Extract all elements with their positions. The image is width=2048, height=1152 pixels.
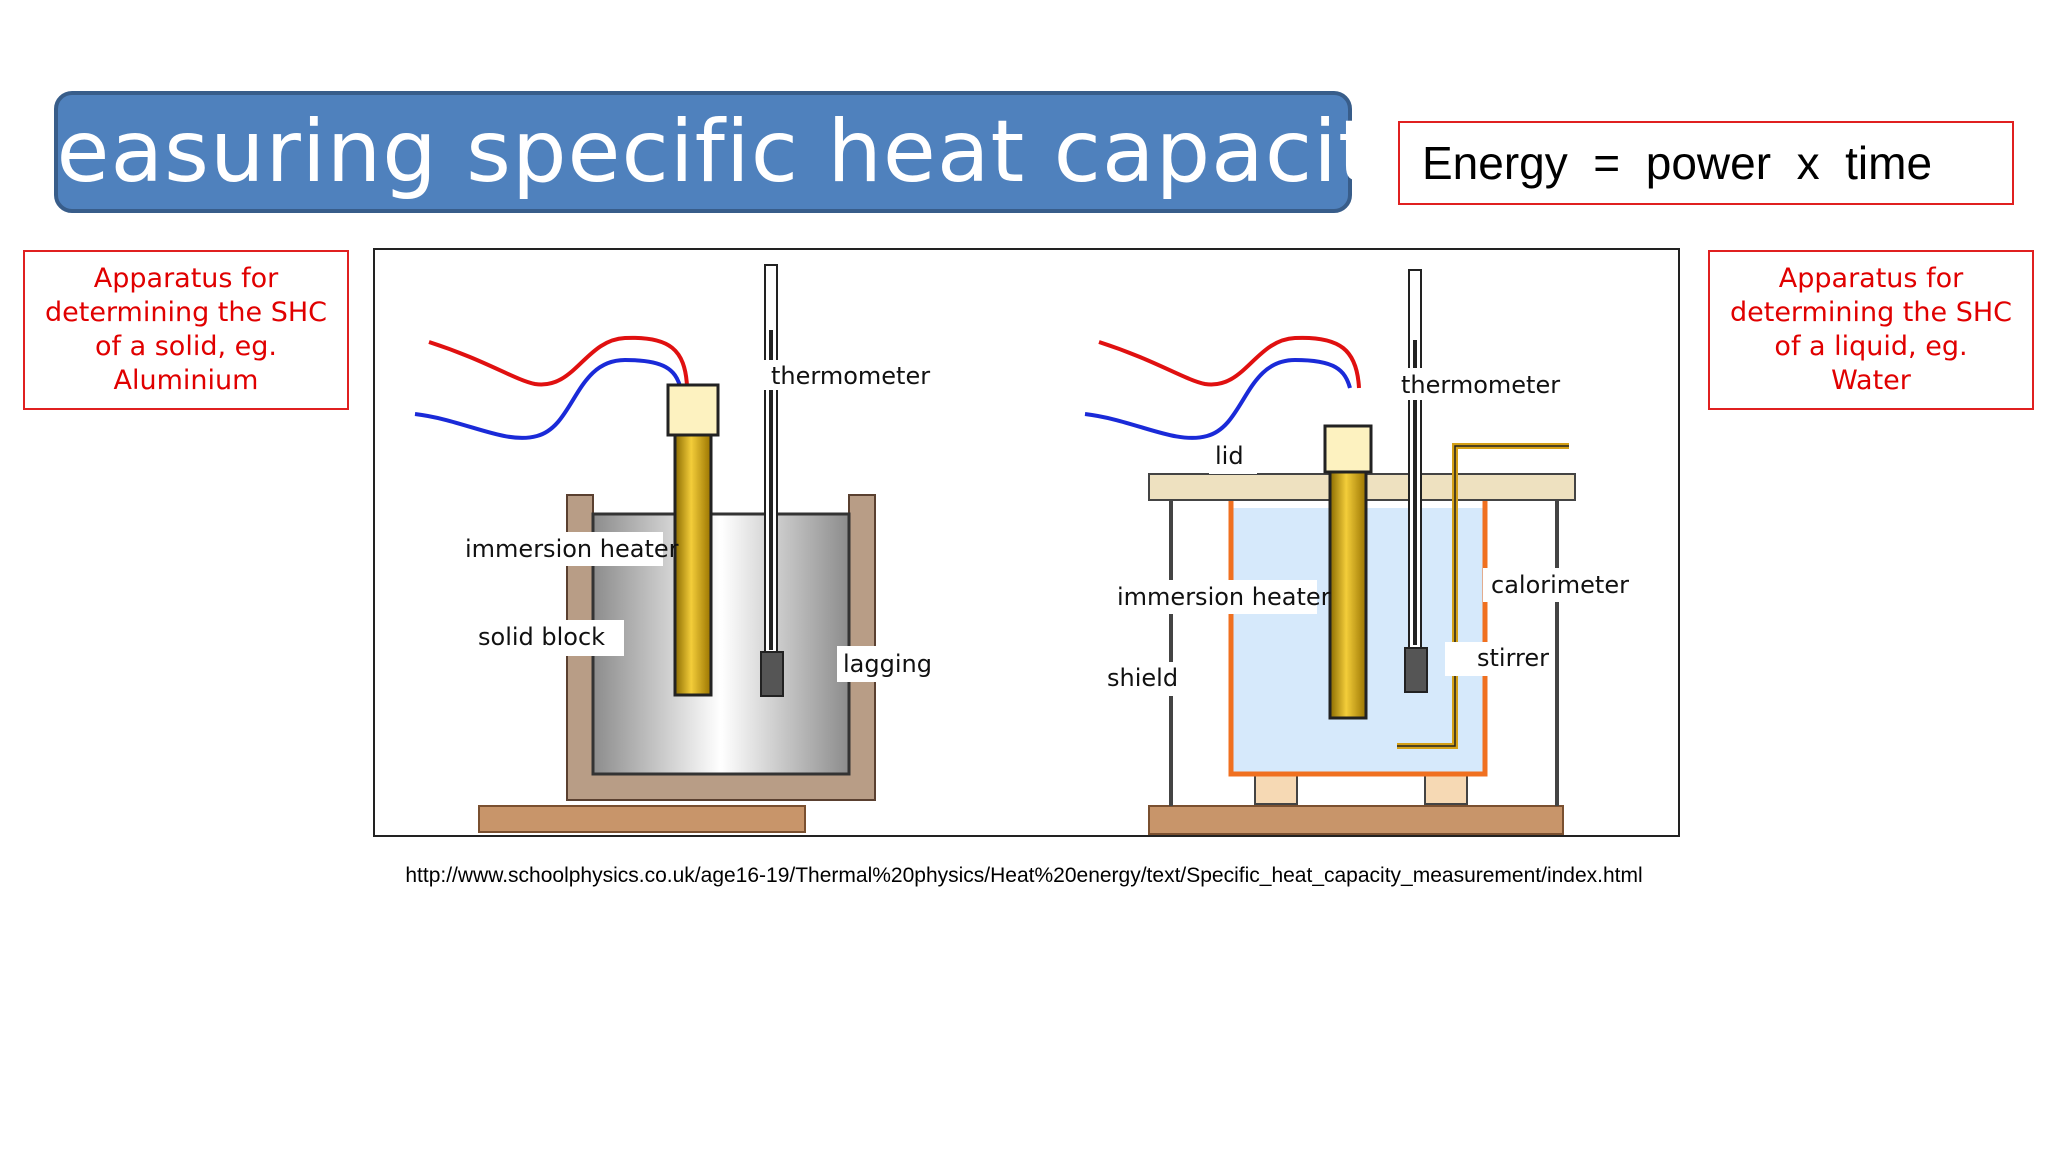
label-immersion-heater: immersion heater xyxy=(465,535,679,563)
label-thermometer: thermometer xyxy=(1401,371,1560,399)
calorimeter-icon xyxy=(1228,492,1488,777)
heater-wire-red-icon xyxy=(428,335,689,387)
solid-apparatus-note-text: Apparatus for determining the SHC of a s… xyxy=(44,263,327,396)
base-board-icon xyxy=(1148,805,1564,835)
page-title: Measuring specific heat capacity xyxy=(0,102,1425,202)
heater-wire-blue-icon xyxy=(1084,357,1352,440)
heater-cap-icon xyxy=(1323,424,1373,474)
liquid-apparatus: thermometer lid immersion heater calorim… xyxy=(1084,269,1641,835)
apparatus-figure: thermometer immersion heater solid block… xyxy=(373,248,1680,837)
label-stirrer: stirrer xyxy=(1477,644,1549,672)
formula-text: Energy = power x time xyxy=(1422,137,1933,189)
liquid-apparatus-note: Apparatus for determining the SHC of a l… xyxy=(1708,250,2034,410)
heater-wire-red-icon xyxy=(1098,335,1361,389)
apparatus-diagram: thermometer immersion heater solid block… xyxy=(414,264,1641,835)
label-shield: shield xyxy=(1107,664,1178,692)
immersion-heater-icon xyxy=(673,433,713,697)
label-thermometer: thermometer xyxy=(771,362,930,390)
label-lagging: lagging xyxy=(843,650,932,678)
heater-wire-blue-icon xyxy=(414,357,682,440)
calorimeter-support-icon xyxy=(1254,773,1298,805)
label-lid: lid xyxy=(1215,442,1244,470)
heater-cap-icon xyxy=(666,383,720,437)
label-solid-block: solid block xyxy=(478,623,605,651)
title-banner: Measuring specific heat capacity xyxy=(0,91,1424,213)
base-board-icon xyxy=(478,805,806,833)
formula-box: Energy = power x time xyxy=(1398,121,2014,205)
immersion-heater-icon xyxy=(1328,470,1368,720)
liquid-apparatus-note-text: Apparatus for determining the SHC of a l… xyxy=(1729,263,2012,396)
solid-apparatus-note: Apparatus for determining the SHC of a s… xyxy=(23,250,349,410)
source-url: http://www.schoolphysics.co.uk/age16-19/… xyxy=(405,864,1643,887)
thermometer-bulb-icon xyxy=(1404,647,1428,693)
thermometer-bulb-icon xyxy=(760,651,784,697)
label-immersion-heater: immersion heater xyxy=(1117,583,1331,611)
solid-apparatus: thermometer immersion heater solid block… xyxy=(414,264,937,833)
label-calorimeter: calorimeter xyxy=(1491,571,1629,599)
